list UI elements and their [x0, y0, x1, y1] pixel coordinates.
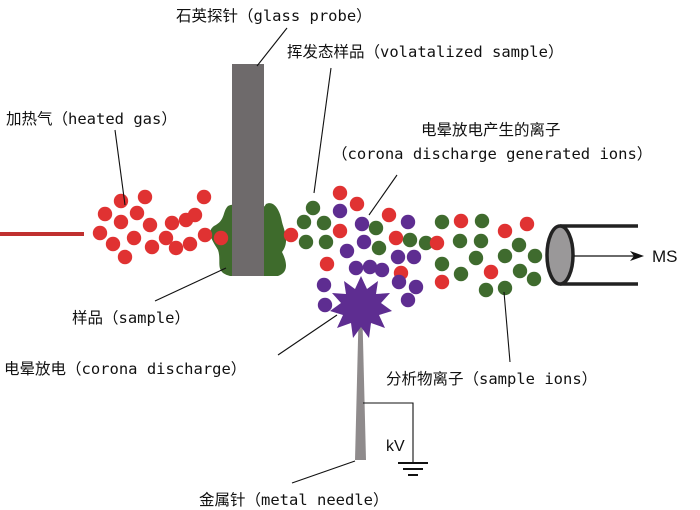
kv-wire: [363, 402, 414, 463]
purple-particle: [317, 297, 333, 313]
red-particle: [144, 239, 160, 255]
purple-particle: [408, 279, 424, 295]
red-particle: [332, 223, 348, 239]
label-corona-ions-en: （corona discharge generated ions）: [332, 145, 652, 163]
label-corona-discharge: 电晕放电（corona discharge）: [4, 360, 246, 378]
label-metal-needle: 金属针（metal needle）: [199, 491, 388, 509]
green-particle: [298, 234, 314, 250]
green-particle: [497, 248, 513, 264]
label-glass-probe: 石英探针（glass probe）: [176, 7, 372, 25]
red-particle: [182, 236, 198, 252]
purple-particle: [316, 277, 332, 293]
leader-corona-ions: [368, 174, 398, 216]
green-particle: [526, 271, 542, 287]
red-particle: [164, 215, 180, 231]
green-particle: [402, 232, 418, 248]
red-particle: [453, 213, 469, 229]
corona-discharge-starburst: [330, 276, 392, 338]
red-particle: [332, 185, 348, 201]
green-particle: [497, 280, 513, 296]
metal-needle: [355, 300, 366, 460]
green-particle: [473, 233, 489, 249]
purple-particle: [400, 214, 416, 230]
green-particle: [371, 240, 387, 256]
leader-metal-needle: [291, 460, 356, 484]
red-particle: [158, 230, 174, 246]
leader-corona-discharge: [277, 314, 338, 356]
purple-particle: [400, 292, 416, 308]
red-particle: [92, 225, 108, 241]
purple-particle: [339, 243, 355, 259]
red-particle: [434, 274, 450, 290]
green-particle: [468, 250, 484, 266]
red-particle: [117, 249, 133, 265]
purple-particle: [354, 216, 370, 232]
green-particle: [316, 215, 332, 231]
leader-sample: [154, 267, 227, 302]
green-particle: [305, 200, 321, 216]
leader-heated-gas: [114, 129, 126, 206]
red-particle: [113, 193, 129, 209]
green-particle: [512, 263, 528, 279]
glass-probe: [232, 64, 264, 276]
red-particle: [126, 230, 142, 246]
green-particle: [478, 282, 494, 298]
green-particle: [527, 248, 543, 264]
red-particle: [113, 214, 129, 230]
green-particle: [474, 213, 490, 229]
purple-particle: [391, 274, 407, 290]
red-particle: [349, 196, 365, 212]
red-particle: [168, 240, 184, 256]
green-particle: [452, 233, 468, 249]
purple-particle: [332, 203, 348, 219]
ms-label: MS: [652, 247, 678, 266]
red-particle: [381, 207, 397, 223]
red-particle: [213, 230, 229, 246]
red-particle: [429, 235, 445, 251]
purple-particle: [356, 234, 372, 250]
red-particle: [483, 264, 499, 280]
green-particle: [318, 234, 334, 250]
green-particle: [418, 235, 434, 251]
label-corona-ions-cn: 电晕放电产生的离子: [421, 121, 561, 139]
red-particle: [187, 207, 203, 223]
red-particle: [497, 223, 513, 239]
leader-sample-ions: [503, 291, 511, 363]
particles-layer: [92, 185, 543, 313]
red-particle: [142, 217, 158, 233]
ms-arrow-head: [630, 251, 644, 261]
green-particle: [453, 266, 469, 282]
red-particle: [197, 227, 213, 243]
label-heated-gas: 加热气（heated gas）: [6, 110, 177, 128]
green-particle: [434, 214, 450, 230]
label-sample-ions: 分析物离子（sample ions）: [386, 370, 597, 388]
red-particle: [105, 236, 121, 252]
red-particle: [196, 189, 212, 205]
green-particle: [296, 214, 312, 230]
leader-volatalized-sample: [313, 67, 332, 194]
purple-particle: [348, 260, 364, 276]
red-particle: [97, 206, 113, 222]
purple-particle: [406, 249, 422, 265]
green-particle: [434, 256, 450, 272]
red-particle: [388, 230, 404, 246]
red-particle: [137, 189, 153, 205]
red-particle: [319, 256, 335, 272]
label-sample: 样品（sample）: [72, 309, 190, 327]
purple-particle: [362, 259, 378, 275]
leader-glass-probe: [256, 27, 288, 67]
label-volatalized-sample: 挥发态样品（volatalized sample）: [287, 43, 563, 61]
red-particle: [129, 205, 145, 221]
ms-inlet-face: [545, 224, 575, 286]
purple-particle: [374, 262, 390, 278]
red-particle: [519, 216, 535, 232]
green-particle: [511, 237, 527, 253]
green-particle: [368, 220, 384, 236]
purple-particle: [390, 249, 406, 265]
kv-label: kV: [386, 438, 405, 455]
red-particle: [283, 227, 299, 243]
